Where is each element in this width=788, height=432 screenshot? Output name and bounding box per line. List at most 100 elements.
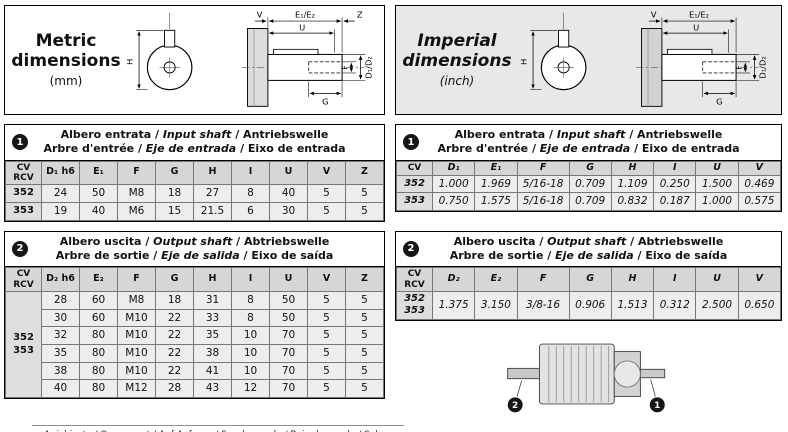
table-cell: M10 bbox=[117, 344, 156, 363]
gearmotor-drawing: 2 1 bbox=[506, 343, 665, 413]
col-f: F bbox=[117, 160, 156, 186]
input-shaft-badge: 1 bbox=[654, 401, 660, 411]
col-u: U bbox=[695, 160, 739, 176]
column-header-row: CV RCV D₂ h6 E₂ F G H I U V Z bbox=[5, 267, 384, 292]
table-cell: 5 bbox=[345, 379, 384, 399]
col-i: I bbox=[653, 267, 697, 292]
table-cell: 0.650 bbox=[737, 290, 782, 320]
title-seg: / Eixo de entrada bbox=[630, 142, 740, 156]
title-seg: / Abtriebswelle bbox=[232, 234, 330, 248]
table-cell: 5 bbox=[307, 361, 346, 381]
dim-label-e: E₁/E₂ bbox=[688, 9, 708, 19]
table-cell: 28 bbox=[155, 379, 194, 399]
badge-2-icon: 2 bbox=[403, 240, 419, 257]
dim-label-z: Z bbox=[356, 9, 362, 19]
metric-shaft-drawing: H bbox=[125, 8, 382, 112]
dim-label-d: D₁/D₂ bbox=[757, 56, 767, 78]
table-cell: 0.575 bbox=[737, 192, 782, 211]
col-g: G bbox=[568, 160, 612, 176]
col-f: F bbox=[516, 160, 570, 176]
table-cell: 5/16-18 bbox=[516, 192, 570, 211]
col-i: I bbox=[653, 160, 697, 176]
table-cell: 6 bbox=[231, 201, 270, 221]
table-cell: 5 bbox=[345, 290, 384, 310]
table-cell: M12 bbox=[117, 379, 156, 399]
table-cell: 32 bbox=[41, 326, 80, 345]
table-title-line2: Arbre de sortie / Eje de salida / Eixo d… bbox=[27, 249, 362, 263]
table-cell: 1.000 bbox=[431, 174, 476, 194]
title-seg: Albero entrata / bbox=[60, 128, 163, 141]
table-cell: 5 bbox=[307, 326, 346, 345]
col-v: V bbox=[307, 267, 346, 292]
title-seg: / Antriebswelle bbox=[625, 128, 723, 141]
table-cell: 5 bbox=[307, 344, 346, 363]
table-cell: 1.969 bbox=[474, 174, 518, 194]
gearmotor-figure: 2 1 bbox=[395, 331, 782, 417]
column-header-row: CV RCV D₁ h6 E₁ F G H I U V Z bbox=[5, 160, 384, 186]
col-h: H bbox=[610, 267, 655, 292]
table-cell: 28 bbox=[41, 290, 80, 310]
flange-boss bbox=[613, 360, 641, 388]
column-header-row: CV D₁ E₁ F G H I U V bbox=[396, 160, 782, 176]
table-cell: 18 bbox=[155, 290, 194, 310]
col-z: Z bbox=[345, 160, 384, 186]
table-cell: 0.187 bbox=[653, 192, 697, 211]
cv-cell: 352 353 bbox=[5, 290, 42, 399]
col-h: H bbox=[193, 267, 232, 292]
title-seg: / Eixo de saída bbox=[239, 248, 334, 262]
table-cell: 1.375 bbox=[431, 290, 476, 320]
table-title-line1: Albero entrata / Input shaft / Antriebsw… bbox=[418, 128, 759, 142]
title-seg: Eje de entrada bbox=[145, 142, 237, 156]
col-u: U bbox=[269, 160, 308, 186]
table-cell: M10 bbox=[117, 326, 156, 345]
col-u: U bbox=[695, 267, 739, 292]
table-cell: 38 bbox=[41, 361, 80, 381]
col-i: I bbox=[231, 267, 270, 292]
col-g: G bbox=[155, 160, 194, 186]
input-shaft-table-metric: 1 Albero entrata / Input shaft / Antrieb… bbox=[4, 124, 385, 222]
table-cell: 12 bbox=[231, 379, 270, 399]
table-cell: 24 bbox=[41, 184, 80, 203]
table-cell: 80 bbox=[79, 326, 118, 345]
title-seg: Albero uscita / bbox=[59, 234, 154, 248]
table-cell: 60 bbox=[79, 290, 118, 310]
column-header-row: CV RCV D₂ E₂ F G H I U V bbox=[396, 267, 782, 292]
table-cell: 33 bbox=[193, 308, 232, 328]
col-cv: CV RCV bbox=[5, 267, 42, 292]
table-cell: 80 bbox=[79, 344, 118, 363]
footer-note-text: A richiesta / On request / Auf Anfrage /… bbox=[44, 430, 404, 432]
table-cell: 40 bbox=[79, 201, 118, 221]
imperial-title-line2: dimensions bbox=[402, 50, 512, 71]
title-seg: Input shaft bbox=[162, 128, 232, 141]
input-shaft-table-imperial-title: 1 Albero entrata / Input shaft / Antrieb… bbox=[396, 125, 781, 161]
output-shaft-table-metric-title: 2 Albero uscita / Output shaft / Abtrieb… bbox=[5, 231, 384, 268]
table-cell: 8 bbox=[231, 308, 270, 328]
table-cell: 5 bbox=[345, 326, 384, 345]
imperial-title-line1: Imperial bbox=[417, 30, 497, 51]
title-seg: / Antriebswelle bbox=[231, 128, 329, 141]
table-cell: 60 bbox=[79, 308, 118, 328]
table-cell: 22 bbox=[155, 326, 194, 345]
table-title-line2: Arbre d'entrée / Eje de entrada / Eixo d… bbox=[27, 142, 362, 156]
table-cell: 40 bbox=[41, 379, 80, 399]
metric-title-line2: dimensions bbox=[11, 50, 121, 71]
input-shaft bbox=[639, 368, 665, 379]
table-cell: 1.500 bbox=[695, 174, 739, 194]
col-cv: CV bbox=[396, 160, 433, 176]
table-cell: 30 bbox=[41, 308, 80, 328]
table-cell: 35 bbox=[193, 326, 232, 345]
output-shaft-badge: 2 bbox=[512, 401, 518, 411]
imperial-title-block: Imperial dimensions (inch) bbox=[398, 30, 516, 88]
output-shaft-table-imperial-title: 2 Albero uscita / Output shaft / Abtrieb… bbox=[396, 231, 781, 268]
metric-header-box: Metric dimensions (mm) bbox=[4, 5, 385, 115]
dim-label-h: H bbox=[521, 59, 529, 65]
cv-cell: 353 bbox=[5, 201, 42, 221]
table-cell: 5 bbox=[307, 379, 346, 399]
table-cell: 0.750 bbox=[431, 192, 476, 211]
